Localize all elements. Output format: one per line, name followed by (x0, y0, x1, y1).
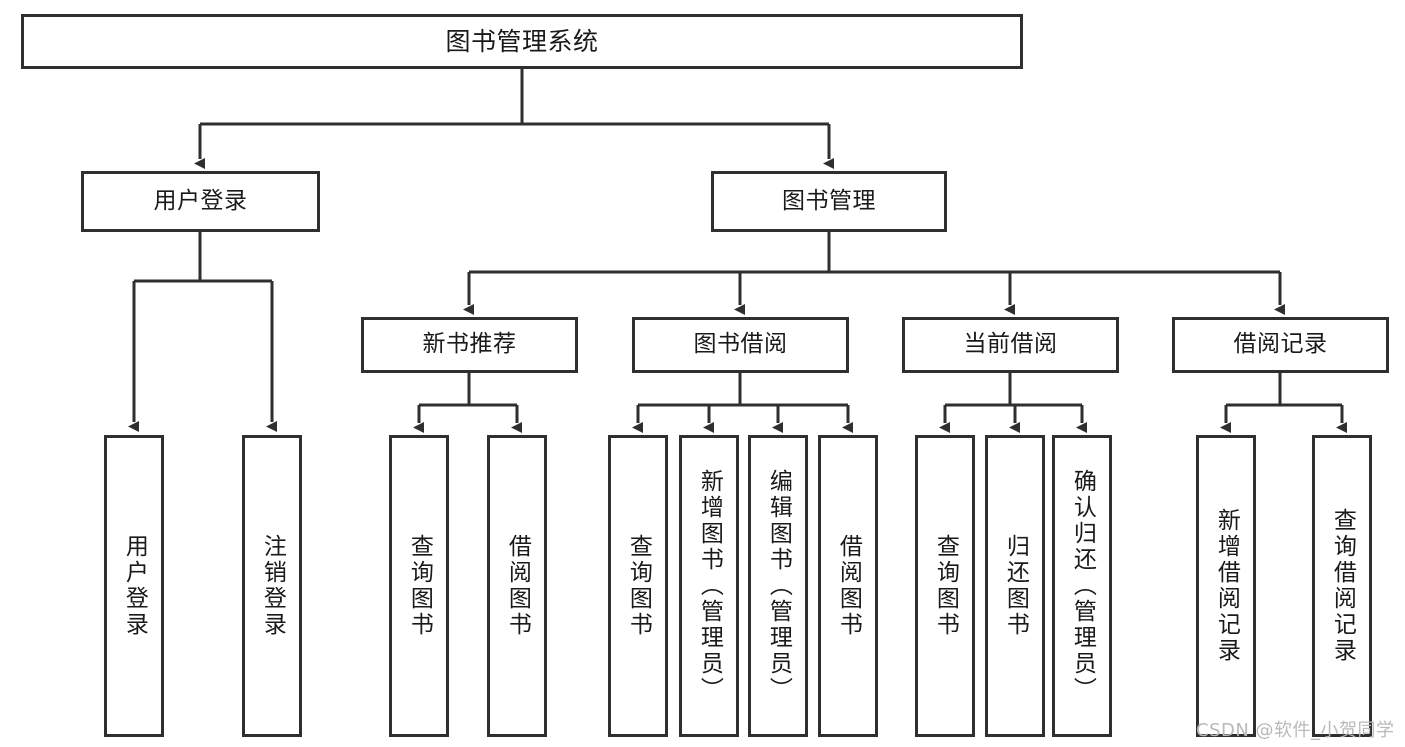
node-level2-图书借阅[interactable]: 图书借阅 (632, 317, 849, 373)
node-level1-用户登录[interactable]: 用户登录 (81, 171, 320, 232)
node-label: 注销登录 (259, 534, 286, 638)
node-level2-新书推荐[interactable]: 新书推荐 (361, 317, 578, 373)
csdn-watermark: CSDN @软件_小贺同学 (1196, 720, 1395, 741)
node-label: 图书借阅 (693, 331, 788, 358)
leaf-新书推荐-查询图书[interactable]: 查询图书 (389, 435, 449, 737)
node-label: 用户登录 (153, 187, 248, 214)
leaf-图书借阅-查询图书[interactable]: 查询图书 (608, 435, 668, 737)
node-level2-当前借阅[interactable]: 当前借阅 (902, 317, 1119, 373)
node-label: 借阅图书 (835, 534, 862, 638)
leaf-用户登录-用户登录[interactable]: 用户登录 (104, 435, 164, 737)
leaf-新书推荐-借阅图书[interactable]: 借阅图书 (487, 435, 547, 737)
node-label: 新增图书（管理员） (696, 469, 723, 703)
node-label: 借阅记录 (1233, 331, 1328, 358)
leaf-用户登录-注销登录[interactable]: 注销登录 (242, 435, 302, 737)
node-label: 查询图书 (932, 534, 959, 638)
node-label: 当前借阅 (963, 331, 1058, 358)
leaf-图书借阅-新增图书（管理员）[interactable]: 新增图书（管理员） (679, 435, 739, 737)
node-label: 图书管理 (782, 187, 876, 214)
leaf-借阅记录-新增借阅记录[interactable]: 新增借阅记录 (1196, 435, 1256, 737)
node-label: 新增借阅记录 (1213, 508, 1240, 664)
node-root-图书管理系统[interactable]: 图书管理系统 (21, 14, 1023, 69)
leaf-当前借阅-确认归还（管理员）[interactable]: 确认归还（管理员） (1052, 435, 1112, 737)
node-label: 查询图书 (406, 534, 433, 638)
node-label: 借阅图书 (504, 534, 531, 638)
node-label: 归还图书 (1002, 534, 1029, 638)
node-label: 查询借阅记录 (1329, 508, 1356, 664)
node-label: 确认归还（管理员） (1069, 469, 1096, 703)
leaf-当前借阅-归还图书[interactable]: 归还图书 (985, 435, 1045, 737)
node-level2-借阅记录[interactable]: 借阅记录 (1172, 317, 1389, 373)
leaf-当前借阅-查询图书[interactable]: 查询图书 (915, 435, 975, 737)
node-label: 新书推荐 (422, 331, 517, 358)
node-label: 查询图书 (625, 534, 652, 638)
leaf-借阅记录-查询借阅记录[interactable]: 查询借阅记录 (1312, 435, 1372, 737)
node-level1-图书管理[interactable]: 图书管理 (711, 171, 947, 232)
node-label: 编辑图书（管理员） (765, 469, 792, 703)
leaf-图书借阅-借阅图书[interactable]: 借阅图书 (818, 435, 878, 737)
leaf-图书借阅-编辑图书（管理员）[interactable]: 编辑图书（管理员） (748, 435, 808, 737)
node-label: 图书管理系统 (445, 26, 599, 56)
node-label: 用户登录 (121, 534, 148, 638)
